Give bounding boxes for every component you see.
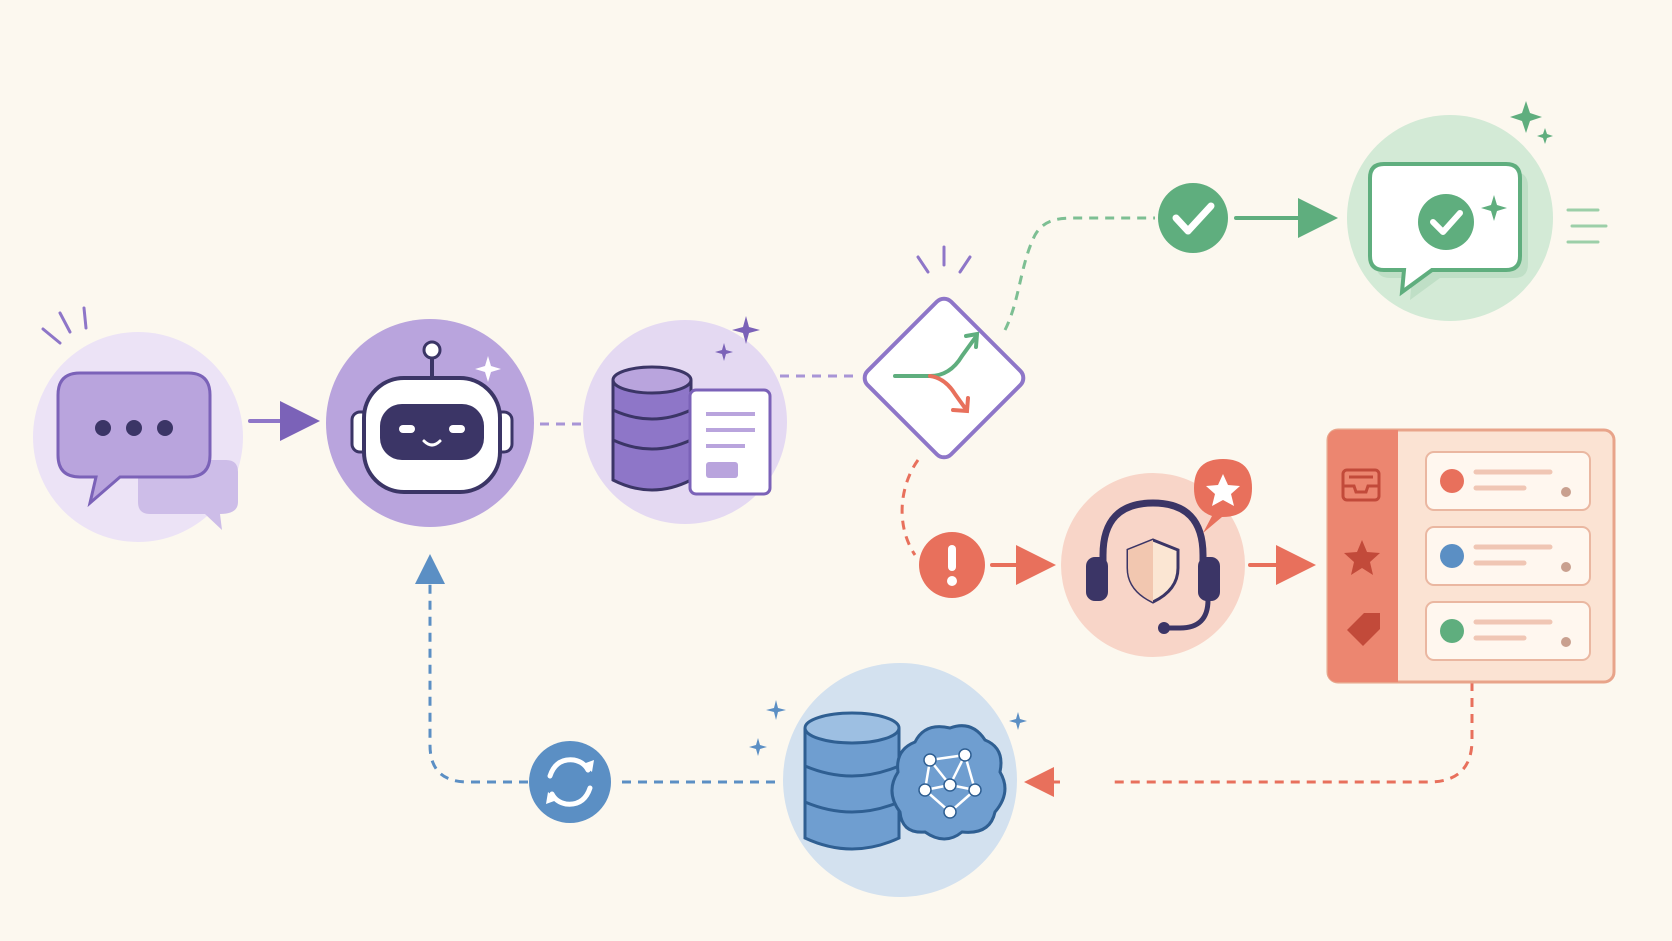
star-icon [1206,474,1240,506]
dashed-decision-to-success [1003,216,1155,331]
marker-escalation [919,532,985,598]
connectors [248,198,1474,797]
sparkle-icon [1510,101,1553,144]
brain-icon [890,724,1007,841]
robot-icon [350,340,514,494]
chat-bubble-icon [56,371,238,530]
node-user-message[interactable] [33,306,243,542]
document-icon [688,388,772,496]
line-queue-to-learning [1110,682,1474,784]
dashed-refresh-to-robot [415,554,528,784]
marker-priority [1194,459,1252,533]
node-knowledge-lookup[interactable] [583,316,787,524]
sparkle-icon [715,316,760,361]
decision-diamond-shape [862,296,1026,460]
node-decision[interactable] [861,245,1028,461]
sparkle-icon [749,700,1027,756]
ticket-status-dot [1440,544,1464,568]
sparkle-icon [475,356,501,382]
node-resolved[interactable] [1347,101,1608,321]
ticket-row[interactable] [1425,526,1591,586]
marker-success [1158,183,1228,253]
node-learning-store[interactable] [749,663,1027,897]
ticket-status-dot [1440,619,1464,643]
tag-icon [1347,613,1380,646]
node-ai-assistant[interactable] [326,319,534,527]
node-human-agent[interactable] [1061,473,1245,657]
database-icon [611,365,693,492]
ticket-row[interactable] [1425,601,1591,661]
check-message-icon [1368,162,1528,300]
sparkle-lines-icon [41,306,88,345]
check-icon [1172,202,1215,235]
ticket-status-dot [1440,469,1464,493]
database-icon [803,711,901,851]
branch-diamond-icon [893,331,980,414]
node-ticket-queue[interactable] [1326,428,1616,684]
headset-shield-icon [1086,499,1220,634]
inbox-icon [1341,468,1381,502]
speed-lines-icon [1566,208,1608,244]
star-sidebar-icon [1344,540,1380,575]
ticket-row[interactable] [1425,451,1591,511]
marker-feedback-loop [529,741,611,823]
dashed-decision-to-escalation [900,459,920,556]
exclamation-icon [947,545,957,586]
alert-lines-icon [916,245,972,274]
